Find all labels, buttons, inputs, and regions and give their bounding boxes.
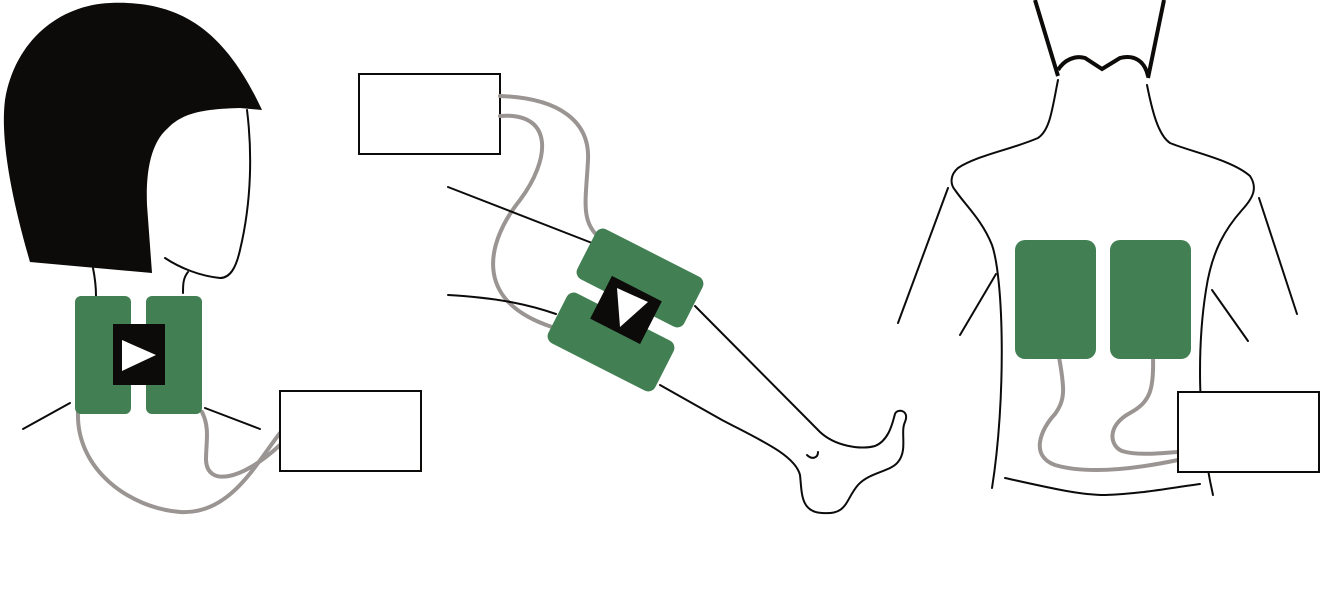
ankle-mark <box>806 451 819 459</box>
face-outline <box>164 109 252 280</box>
cable <box>498 94 602 240</box>
waist-line <box>1004 477 1201 497</box>
neck-line <box>1033 0 1060 77</box>
cable <box>491 113 554 329</box>
back-placement-figure <box>897 0 1320 497</box>
arm-line <box>1258 197 1298 315</box>
tens-unit-box <box>1177 391 1320 473</box>
arm-inner-line <box>959 273 997 336</box>
shin-outline <box>659 305 908 515</box>
shoulder-line <box>22 402 71 430</box>
electrode-pad <box>1110 240 1191 359</box>
electrode-pad <box>547 292 675 392</box>
torso-outline-right <box>1146 84 1255 496</box>
cable <box>1110 355 1180 456</box>
play-triangle-icon <box>617 288 648 327</box>
shoulder-line <box>204 407 261 430</box>
cable <box>1037 355 1180 472</box>
play-triangle-icon <box>122 340 156 371</box>
electrode-pad <box>1015 240 1096 359</box>
neck-line <box>92 267 97 297</box>
thigh-line <box>447 294 557 315</box>
cable <box>75 410 282 515</box>
arm-inner-line <box>1211 289 1249 342</box>
neck-placement-figure <box>3 2 422 515</box>
arm-line <box>897 187 949 324</box>
tens-unit-box <box>358 73 501 155</box>
cable <box>200 410 282 479</box>
electrode-pad <box>576 228 704 328</box>
tens-unit-box <box>279 390 422 472</box>
collar-outline <box>1056 55 1150 77</box>
neck-line <box>1146 0 1166 79</box>
leg-placement-figure <box>358 73 908 515</box>
torso-outline-left <box>950 79 1059 489</box>
hair <box>3 2 262 273</box>
thigh-line <box>447 186 593 244</box>
neck-line <box>182 271 189 294</box>
